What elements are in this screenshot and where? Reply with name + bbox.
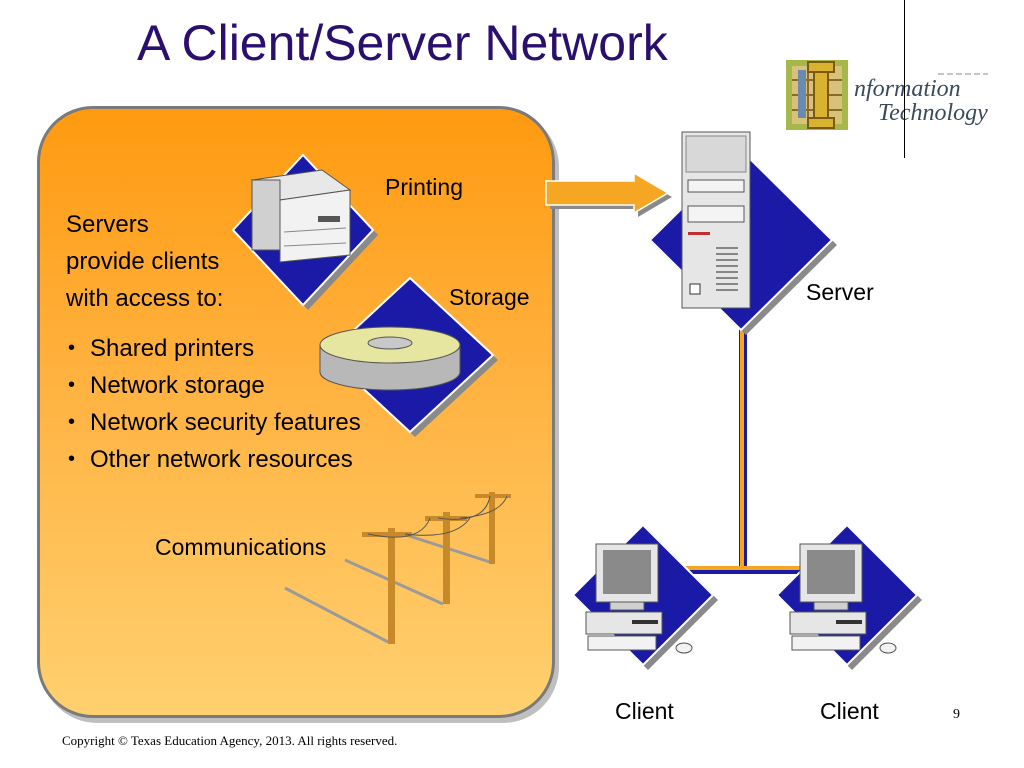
- client-computer-icon: [789, 543, 897, 654]
- storage-label: Storage: [449, 284, 530, 310]
- bullet-item: Shared printers: [66, 330, 361, 367]
- server-tower-icon: [681, 131, 751, 309]
- intro-line: provide clients: [66, 248, 220, 275]
- bullet-item: Network security features: [66, 404, 361, 441]
- slide-title: A Client/Server Network: [137, 15, 668, 71]
- telephone-pole-icon: [284, 492, 511, 644]
- storage-node: [319, 276, 498, 437]
- client-right-label: Client: [820, 698, 879, 724]
- client-left-node: [571, 523, 718, 670]
- logo-line2: Technology: [878, 100, 988, 126]
- resource-bullet-list: Shared printers Network storage Network …: [66, 330, 361, 478]
- logo-divider: [904, 0, 905, 158]
- intro-line: Servers: [66, 211, 149, 238]
- printing-arrow: [545, 171, 672, 217]
- information-technology-logo: nformation Technology: [778, 40, 994, 140]
- logo-graphic: nformation Technology: [786, 60, 988, 130]
- copyright-notice: Copyright © Texas Education Agency, 2013…: [62, 733, 398, 748]
- client-left-label: Client: [615, 698, 674, 724]
- printer-node: [231, 153, 378, 310]
- page-number: 9: [953, 707, 960, 722]
- bullet-item: Network storage: [66, 367, 361, 404]
- server-node: [648, 131, 837, 335]
- intro-text: Servers provide clients with access to:: [66, 206, 223, 317]
- server-label: Server: [806, 279, 874, 305]
- network-cable: [680, 318, 808, 574]
- printer-icon: [250, 169, 352, 263]
- intro-line: with access to:: [66, 285, 224, 312]
- bullet-item: Other network resources: [66, 441, 361, 478]
- printing-label: Printing: [385, 174, 463, 200]
- communications-label: Communications: [155, 534, 327, 560]
- client-computer-icon: [585, 543, 693, 654]
- logo-line1: nformation: [854, 76, 961, 102]
- client-right-node: [775, 523, 922, 670]
